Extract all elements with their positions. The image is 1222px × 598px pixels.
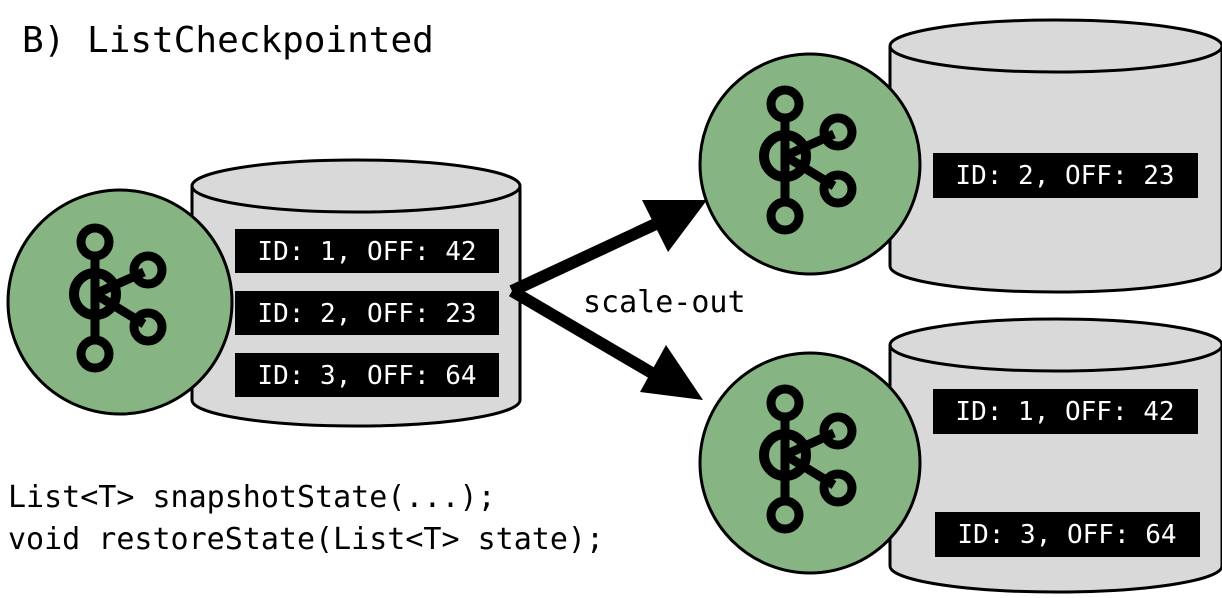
code-line: List<T> snapshotState(...); xyxy=(8,480,496,515)
state-entry-label: ID: 1, OFF: 42 xyxy=(955,397,1174,427)
state-entry: ID: 3, OFF: 64 xyxy=(935,512,1200,557)
state-entry-label: ID: 1, OFF: 42 xyxy=(257,237,476,267)
code-snippet: List<T> snapshotState(...); void restore… xyxy=(8,480,604,557)
target-bottom-operator xyxy=(698,351,922,575)
code-line: void restoreState(List<T> state); xyxy=(8,522,604,557)
source-storage: ID: 1, OFF: 42 ID: 2, OFF: 23 ID: 3, OFF… xyxy=(190,158,522,428)
scale-out-arrows xyxy=(508,200,707,400)
arrow-right-icon xyxy=(509,200,707,297)
state-entry: ID: 1, OFF: 42 xyxy=(933,389,1198,434)
state-entry-label: ID: 3, OFF: 64 xyxy=(257,361,476,391)
target-top-operator xyxy=(698,52,922,276)
scale-out-label: scale-out xyxy=(583,285,746,320)
state-entry-label: ID: 2, OFF: 23 xyxy=(955,161,1174,191)
target-bottom-storage: ID: 1, OFF: 42 ID: 3, OFF: 64 xyxy=(888,317,1222,594)
state-entry: ID: 1, OFF: 42 xyxy=(235,229,499,273)
target-top-storage: ID: 2, OFF: 23 xyxy=(888,18,1222,294)
diagram-title: B) ListCheckpointed xyxy=(22,20,434,61)
arrow-right-icon xyxy=(508,285,703,400)
state-entry-label: ID: 2, OFF: 23 xyxy=(257,299,476,329)
state-entry-label: ID: 3, OFF: 64 xyxy=(957,520,1176,550)
state-entry: ID: 2, OFF: 23 xyxy=(933,153,1198,198)
state-entry: ID: 2, OFF: 23 xyxy=(235,291,499,335)
state-entry: ID: 3, OFF: 64 xyxy=(235,353,499,397)
source-operator xyxy=(6,188,234,416)
